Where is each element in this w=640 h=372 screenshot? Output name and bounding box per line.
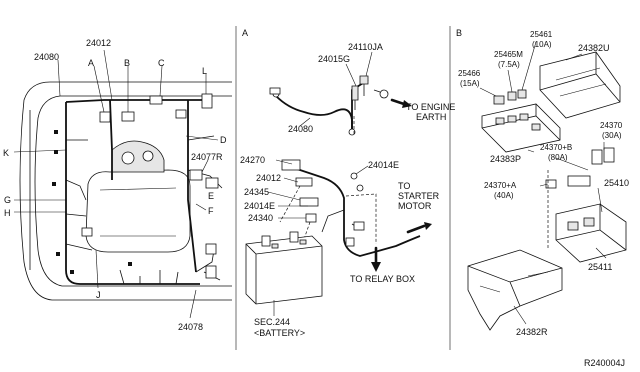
part-24370-amp: (30A) bbox=[602, 131, 622, 140]
part-24382u-label: 24382U bbox=[578, 43, 610, 53]
part-24012-label: 24012 bbox=[86, 38, 111, 48]
battery-cable-assembly bbox=[245, 51, 432, 316]
part-25410-label: 25410 bbox=[604, 178, 629, 188]
callout-h: H bbox=[4, 208, 11, 218]
battery-sec-line2: <BATTERY> bbox=[254, 328, 305, 338]
part-25465m-amp: (7.5A) bbox=[498, 60, 520, 69]
part-24383p-label: 24383P bbox=[490, 154, 521, 164]
part-24080-label: 24080 bbox=[34, 52, 59, 62]
callout-d: D bbox=[220, 135, 227, 145]
callout-g: G bbox=[4, 195, 11, 205]
part-24370a-amp: (40A) bbox=[494, 191, 514, 200]
part-24078-label: 24078 bbox=[178, 322, 203, 332]
callout-a: A bbox=[88, 58, 94, 68]
part-24370b-amp: (80A) bbox=[548, 153, 568, 162]
part-25466-amp: (15A) bbox=[460, 79, 480, 88]
section-a-label: A bbox=[242, 28, 248, 38]
part-24110ja-label: 24110JA bbox=[348, 42, 383, 52]
part-24382r-label: 24382R bbox=[516, 327, 548, 337]
callout-f: F bbox=[208, 206, 214, 216]
starter-line2: STARTER bbox=[398, 191, 440, 201]
part-24370a-label: 24370+A bbox=[484, 181, 517, 190]
callout-j: J bbox=[96, 290, 101, 300]
relay-box-label: TO RELAY BOX bbox=[350, 274, 415, 284]
part-24014e-mid-label: 24014E bbox=[244, 201, 275, 211]
part-25466-label: 25466 bbox=[458, 69, 481, 78]
battery-sec-line1: SEC.244 bbox=[254, 317, 290, 327]
callout-c: C bbox=[158, 58, 165, 68]
part-24080-mid-label: 24080 bbox=[288, 124, 313, 134]
part-24370b-label: 24370+B bbox=[540, 143, 572, 152]
callout-e: E bbox=[208, 191, 214, 201]
starter-line3: MOTOR bbox=[398, 201, 432, 211]
vehicle-overview bbox=[13, 49, 232, 319]
part-25465m-label: 25465M bbox=[494, 50, 523, 59]
part-25411-label: 25411 bbox=[588, 262, 612, 272]
callout-l: L bbox=[202, 66, 207, 76]
callout-k: K bbox=[3, 148, 9, 158]
starter-line1: TO bbox=[398, 181, 410, 191]
section-b-label: B bbox=[456, 28, 462, 38]
part-24015g-label: 24015G bbox=[318, 54, 350, 64]
part-25461-amp: (10A) bbox=[532, 40, 552, 49]
fuse-box-assembly bbox=[467, 41, 627, 331]
engine-earth-line1: TO ENGINE bbox=[406, 102, 455, 112]
part-24370-label: 24370 bbox=[600, 121, 623, 130]
part-24345-label: 24345 bbox=[244, 187, 269, 197]
part-25461-label: 25461 bbox=[530, 30, 553, 39]
diagram-ref-code: R240004J bbox=[584, 358, 625, 368]
callout-b: B bbox=[124, 58, 130, 68]
part-24014e-top-label: 24014E bbox=[368, 160, 399, 170]
engine-earth-line2: EARTH bbox=[416, 112, 446, 122]
part-24340-label: 24340 bbox=[248, 213, 273, 223]
part-24270-label: 24270 bbox=[240, 155, 265, 165]
part-24077r-label: 24077R bbox=[191, 152, 223, 162]
part-24012-mid-label: 24012 bbox=[256, 173, 281, 183]
